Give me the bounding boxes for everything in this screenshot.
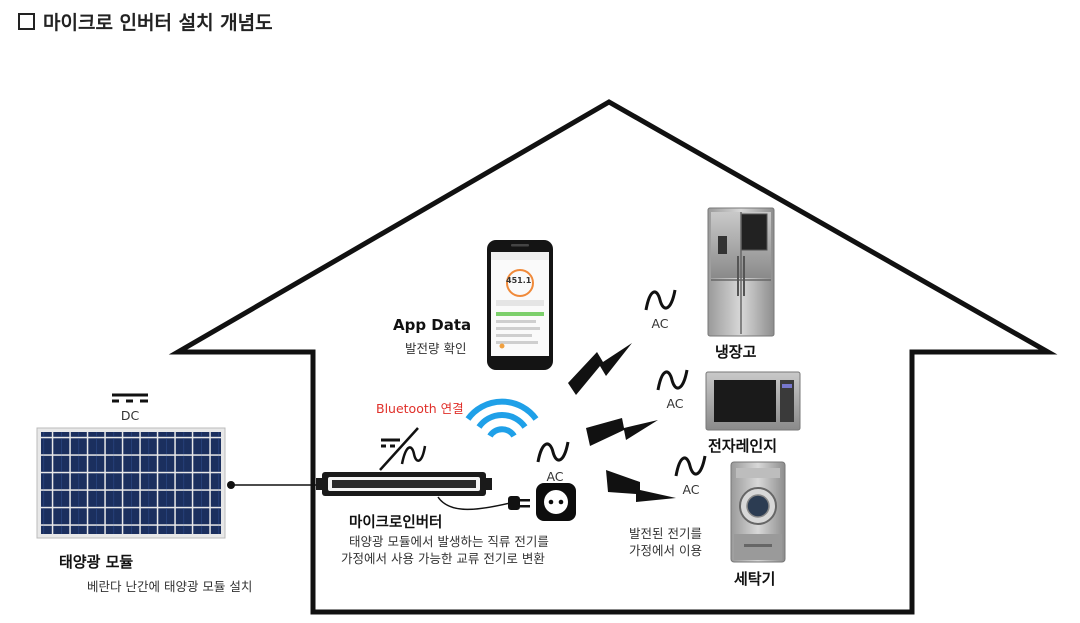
washing-machine-label: 세탁기: [734, 570, 776, 588]
ac-label-microwave: AC: [666, 396, 684, 411]
ac-wave-icon-fridge: [644, 289, 677, 311]
phone-reading: 451.1: [506, 276, 532, 285]
lightning-bolt-icon-3: [606, 470, 676, 502]
house-outline: [168, 99, 1058, 615]
dc-symbol-icon: [112, 393, 148, 403]
app-data-desc: 발전량 확인: [405, 341, 467, 356]
lightning-bolt-icon-2: [586, 418, 658, 446]
ac-label-fridge: AC: [651, 316, 669, 331]
checkbox-square-icon: [18, 13, 35, 30]
bluetooth-label: Bluetooth 연결: [376, 401, 464, 416]
ac-wave-icon-microwave: [656, 369, 689, 391]
dc-ac-conversion-icon: [379, 427, 427, 471]
ac-label-washer: AC: [682, 482, 700, 497]
title-text: 마이크로 인버터 설치 개념도: [43, 12, 273, 34]
smartphone: [487, 240, 553, 370]
power-outlet-icon: [536, 483, 576, 521]
solar-panel: [36, 427, 226, 539]
ac-cable: [437, 496, 511, 511]
ac-wave-icon-outlet: [536, 441, 570, 463]
refrigerator: [707, 207, 775, 337]
power-plug-icon: [508, 496, 530, 510]
generated-power-line1: 발전된 전기를: [629, 526, 702, 541]
micro-inverter: [316, 472, 492, 496]
solar-module-title: 태양광 모듈: [59, 553, 134, 571]
washing-machine: [730, 461, 786, 563]
micro-inverter-desc-line2: 가정에서 사용 가능한 교류 전기로 변환: [341, 551, 545, 566]
lightning-bolt-icon-1: [568, 343, 632, 395]
ac-wave-icon-washer: [674, 455, 707, 477]
ac-label-outlet: AC: [546, 469, 564, 484]
micro-inverter-desc-line1: 태양광 모듈에서 발생하는 직류 전기를: [349, 534, 549, 549]
dc-label: DC: [120, 408, 140, 423]
microwave-label: 전자레인지: [708, 437, 778, 455]
micro-inverter-title: 마이크로인버터: [349, 515, 443, 531]
app-data-title: App Data: [393, 316, 472, 334]
solar-module-desc: 베란다 난간에 태양광 모듈 설치: [87, 579, 253, 594]
microwave-oven: [705, 371, 801, 431]
diagram-title: 마이크로 인버터 설치 개념도: [18, 8, 273, 35]
refrigerator-label: 냉장고: [715, 343, 757, 361]
generated-power-line2: 가정에서 이용: [629, 543, 702, 558]
bluetooth-waves-icon: [465, 398, 539, 438]
